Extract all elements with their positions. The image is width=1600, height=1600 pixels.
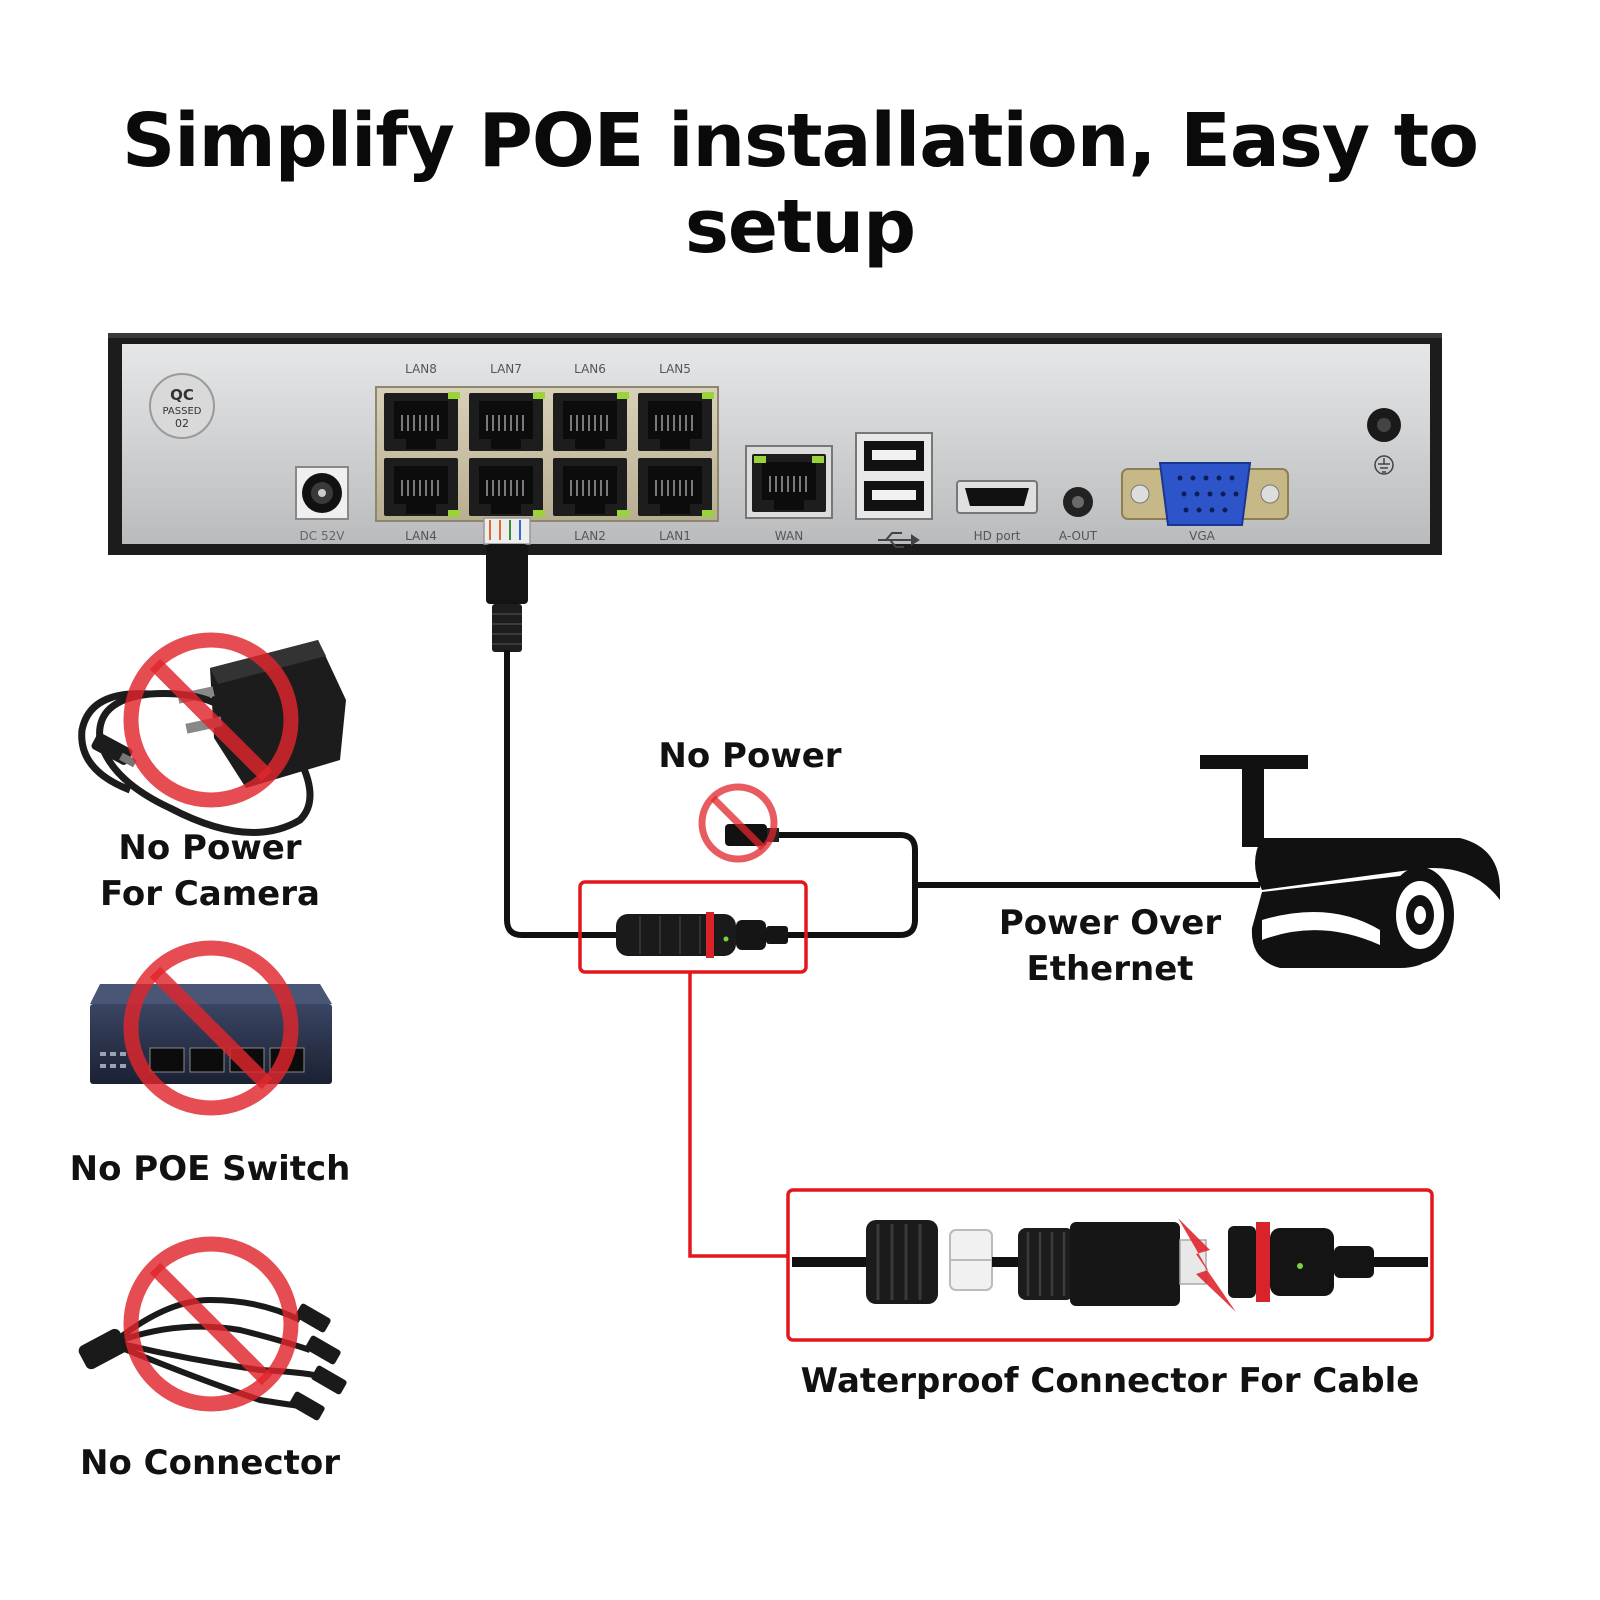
no-power-prohibition-icon [698,783,778,863]
nvr-rear-panel: QC PASSED 02 DC 52V [108,333,1442,555]
lan7-label: LAN7 [490,362,522,376]
hdmi-port: HD port [956,480,1038,543]
poe-splitter [616,912,788,958]
poe-switch-image [90,984,332,1084]
audio-out-jack: A-OUT [1059,487,1098,543]
svg-text:PASSED: PASSED [163,406,202,417]
lan1-label: LAN1 [659,529,691,543]
svg-text:QC: QC [170,386,194,404]
no-power-for-camera-caption: No Power For Camera [100,828,320,914]
no-connector-caption: No Connector [80,1443,340,1483]
lan2-label: LAN2 [574,529,606,543]
splitter-highlight-box [578,880,808,974]
wan-label: WAN [775,529,803,543]
qc-passed-sticker: QC PASSED 02 [149,373,215,439]
vga-label: VGA [1189,529,1216,543]
power-lead [774,832,918,938]
dc-label: DC 52V [300,529,346,543]
waterproof-highlight-box [786,1188,1434,1342]
wan-port: WAN [745,445,833,543]
ethernet-plug [483,517,531,652]
vga-port: VGA [1121,462,1289,543]
ground-screw [1367,408,1401,475]
poe-caption: Power Over Ethernet [998,903,1222,989]
hd-port-label: HD port [974,529,1021,543]
svg-text:02: 02 [175,417,189,430]
lan8-label: LAN8 [405,362,437,376]
waterproof-connector-caption: Waterproof Connector For Cable [800,1361,1420,1401]
usb-ports [855,432,933,548]
callout-connector-line [688,972,788,1258]
page-title: Simplify POE installation, Easy to setup [121,98,1479,270]
ethernet-cable [504,650,620,938]
bullet-camera [1200,755,1500,968]
lan6-label: LAN6 [574,362,606,376]
lan-port-block: LAN8 LAN7 LAN6 LAN5 LAN4 LAN2 LAN1 [375,362,719,543]
lan5-label: LAN5 [659,362,691,376]
usb-icon [878,532,920,548]
dc-power-jack: DC 52V [295,466,349,543]
no-poe-switch-caption: No POE Switch [69,1149,351,1189]
no-power-caption: No Power [658,736,842,776]
a-out-label: A-OUT [1059,529,1098,543]
waterproof-connector-exploded [792,1218,1428,1312]
lan4-label: LAN4 [405,529,437,543]
ground-icon [1374,455,1394,475]
